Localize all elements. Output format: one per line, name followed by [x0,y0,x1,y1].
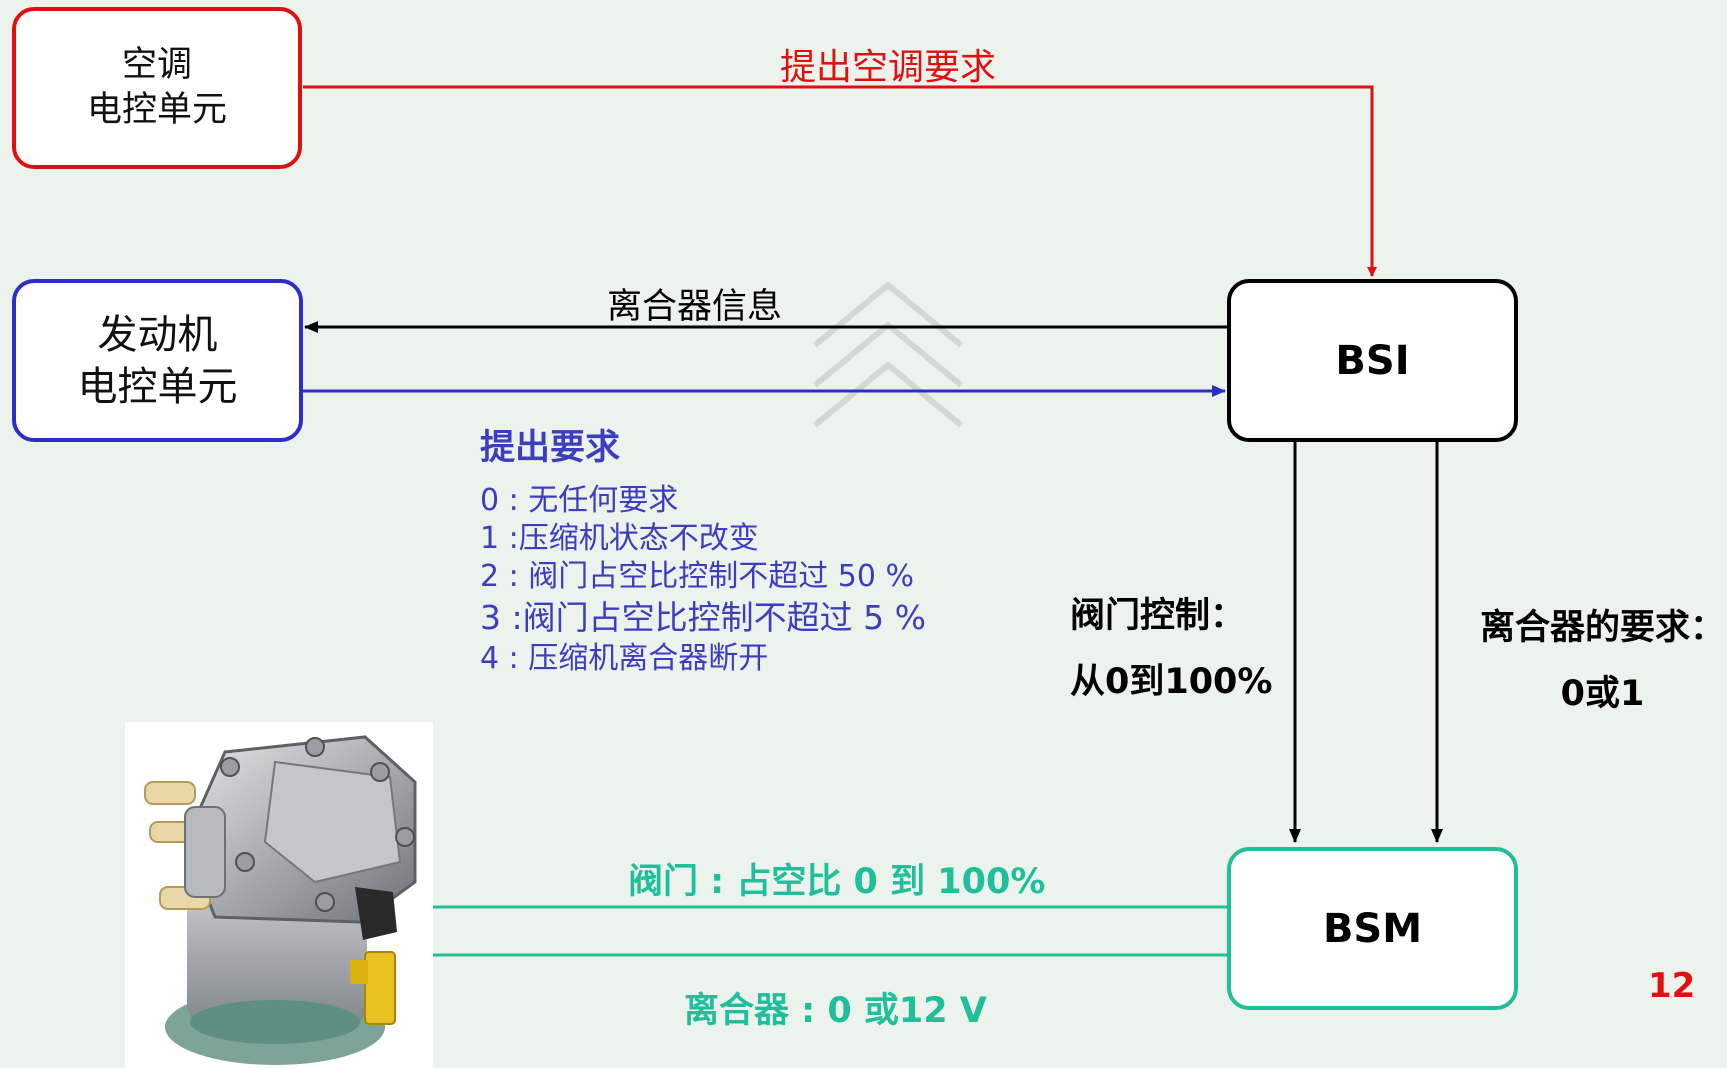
bsm-label: BSM [1322,905,1423,952]
ac-ecu-label-line2: 电控单元 [86,90,227,130]
ac-ecu-label-line1: 空调 [121,44,192,85]
clutch-request-label-line1: 离合器的要求： [1480,608,1726,648]
valve-duty-label: 阀门 : 占空比 0 到 100% [628,862,1046,902]
ac-request-label: 提出空调要求 [780,47,997,88]
valve-control-label: 阀门控制： 从0到100% [1070,583,1272,715]
requests-title: 提出要求 [480,428,621,468]
compressor-illustration [144,735,417,1065]
request-item-1: 1 :压缩机状态不改变 [480,521,759,556]
clutch-request-label: 离合器的要求： 0或1 [1480,595,1725,727]
engine-ecu-label-line1: 发动机 [97,311,218,358]
chevron-logo-watermark [813,281,963,428]
requests-list: 0 : 无任何要求 1 :压缩机状态不改变 2 : 阀门占空比控制不超过 50 … [480,482,926,678]
request-item-2: 2 : 阀门占空比控制不超过 50 % [480,559,915,594]
request-item-3: 3 :阀门占空比控制不超过 5 % [480,598,926,637]
clutch-info-label: 离合器信息 [607,287,783,327]
ac-ecu-box: 空调 电控单元 [12,7,302,169]
valve-control-label-line2: 从0到100% [1070,662,1273,702]
request-item-4: 4 : 压缩机离合器断开 [480,641,769,676]
request-item-0: 0 : 无任何要求 [480,483,679,518]
page-number: 12 [1648,966,1696,1006]
ac-request-arrow [303,85,1377,277]
engine-ecu-label-line2: 电控单元 [77,363,238,410]
bsi-label: BSI [1335,337,1410,384]
clutch-voltage-label: 离合器 : 0 或12 V [684,991,987,1031]
bsi-box: BSI [1227,279,1518,442]
ac-compressor-photo [125,722,433,1068]
bsm-box: BSM [1227,847,1518,1010]
valve-control-label-line1: 阀门控制： [1070,596,1246,636]
engine-ecu-box: 发动机 电控单元 [12,279,303,442]
clutch-request-label-line2: 0或1 [1560,674,1645,714]
